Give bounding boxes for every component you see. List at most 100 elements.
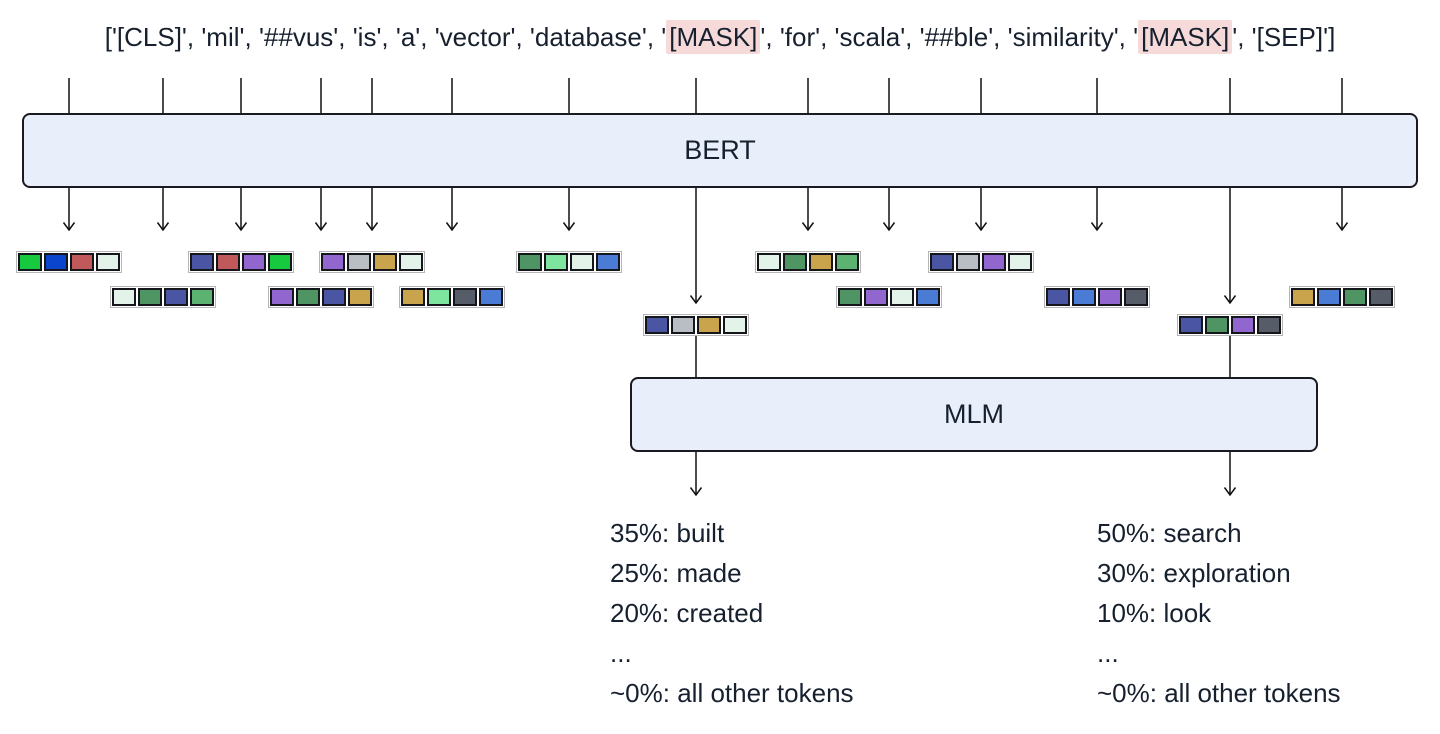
embedding-cell xyxy=(216,253,240,271)
embedding-cell xyxy=(453,288,477,306)
embedding-cell xyxy=(427,288,451,306)
embedding-cell xyxy=(322,288,346,306)
token-sequence: ['[CLS]', 'mil', '##vus', 'is', 'a', 've… xyxy=(104,20,1336,54)
embedding-cell xyxy=(401,288,425,306)
embedding-row xyxy=(399,286,505,308)
embedding-cell xyxy=(18,253,42,271)
embedding-row xyxy=(516,251,622,273)
prediction-line: 50%: search xyxy=(1097,518,1242,548)
token: 'similarity' xyxy=(1007,22,1119,52)
token-mask: '[MASK]' xyxy=(661,20,766,54)
embedding-cell xyxy=(268,253,292,271)
embedding-cell xyxy=(1046,288,1070,306)
embedding-cell xyxy=(1343,288,1367,306)
token: '[CLS]' xyxy=(111,22,187,52)
embedding-cell xyxy=(645,316,669,334)
embedding-cell xyxy=(544,253,568,271)
embedding-row xyxy=(16,251,122,273)
embedding-cell xyxy=(1205,316,1229,334)
embedding-cell xyxy=(930,253,954,271)
embedding-cell xyxy=(112,288,136,306)
embedding-cell xyxy=(190,253,214,271)
embedding-cell xyxy=(596,253,620,271)
embedding-cell xyxy=(757,253,781,271)
embedding-cell xyxy=(1317,288,1341,306)
embedding-cell xyxy=(671,316,695,334)
embedding-cell xyxy=(723,316,747,334)
prediction-line: 25%: made xyxy=(610,558,742,588)
embedding-cell xyxy=(1231,316,1255,334)
embedding-cell xyxy=(864,288,888,306)
embedding-cell xyxy=(1072,288,1096,306)
embedding-cell xyxy=(835,253,859,271)
embedding-row xyxy=(110,286,216,308)
embedding-cell xyxy=(809,253,833,271)
prediction-line: 35%: built xyxy=(610,518,725,548)
embedding-row xyxy=(755,251,861,273)
embedding-cell xyxy=(296,288,320,306)
token: '##vus' xyxy=(258,22,339,52)
mask-highlight: [MASK] xyxy=(666,20,761,54)
embedding-cell xyxy=(70,253,94,271)
mask1-prediction-list: 35%: built 25%: made 20%: created... ~0%: a… xyxy=(610,513,854,713)
prediction-line: 20%: created xyxy=(610,598,764,628)
embedding-row xyxy=(928,251,1034,273)
embedding-cell xyxy=(1369,288,1393,306)
embedding-cell xyxy=(242,253,266,271)
embedding-cell xyxy=(1098,288,1122,306)
embedding-cell xyxy=(1008,253,1032,271)
mlm-label: MLM xyxy=(944,399,1004,429)
embedding-cell xyxy=(916,288,940,306)
embedding-cell xyxy=(570,253,594,271)
embedding-row xyxy=(836,286,942,308)
embedding-cell xyxy=(138,288,162,306)
embedding-cell xyxy=(518,253,542,271)
embedding-cell xyxy=(399,253,423,271)
embedding-cell xyxy=(1257,316,1281,334)
embedding-cell xyxy=(890,288,914,306)
embedding-cell xyxy=(348,288,372,306)
token: 'scala' xyxy=(834,22,906,52)
bert-box: BERT xyxy=(22,113,1418,188)
embedding-cell xyxy=(347,253,371,271)
mask-highlight: [MASK] xyxy=(1138,20,1233,54)
mlm-box: MLM xyxy=(630,377,1318,452)
embedding-cell xyxy=(838,288,862,306)
prediction-line: 10%: look xyxy=(1097,598,1212,628)
embedding-cell xyxy=(373,253,397,271)
token-mask: '[MASK]' xyxy=(1133,20,1238,54)
embedding-row xyxy=(319,251,425,273)
embedding-cell xyxy=(190,288,214,306)
embedding-row-mask xyxy=(643,314,749,336)
embedding-cell xyxy=(697,316,721,334)
embedding-row xyxy=(188,251,294,273)
embedding-row-mask xyxy=(1177,314,1283,336)
token: '##ble' xyxy=(919,22,994,52)
embedding-cell xyxy=(479,288,503,306)
embedding-cell xyxy=(783,253,807,271)
token: '[SEP]' xyxy=(1251,22,1329,52)
prediction-line: 30%: exploration xyxy=(1097,558,1291,588)
embedding-cell xyxy=(1179,316,1203,334)
embedding-cell xyxy=(270,288,294,306)
embedding-cell xyxy=(96,253,120,271)
bert-label: BERT xyxy=(684,135,756,165)
token: 'mil' xyxy=(201,22,245,52)
token: 'database' xyxy=(529,22,647,52)
prediction-line: ~0%: all other tokens xyxy=(610,678,854,708)
embedding-cell xyxy=(1124,288,1148,306)
token: 'a' xyxy=(395,22,421,52)
embedding-cell xyxy=(956,253,980,271)
embedding-row xyxy=(268,286,374,308)
token: 'for' xyxy=(779,22,821,52)
embedding-row xyxy=(1289,286,1395,308)
prediction-line: ... xyxy=(610,638,632,668)
token: 'vector' xyxy=(434,22,516,52)
embedding-cell xyxy=(44,253,68,271)
embedding-cell xyxy=(164,288,188,306)
embedding-cell xyxy=(1291,288,1315,306)
prediction-line: ... xyxy=(1097,638,1119,668)
